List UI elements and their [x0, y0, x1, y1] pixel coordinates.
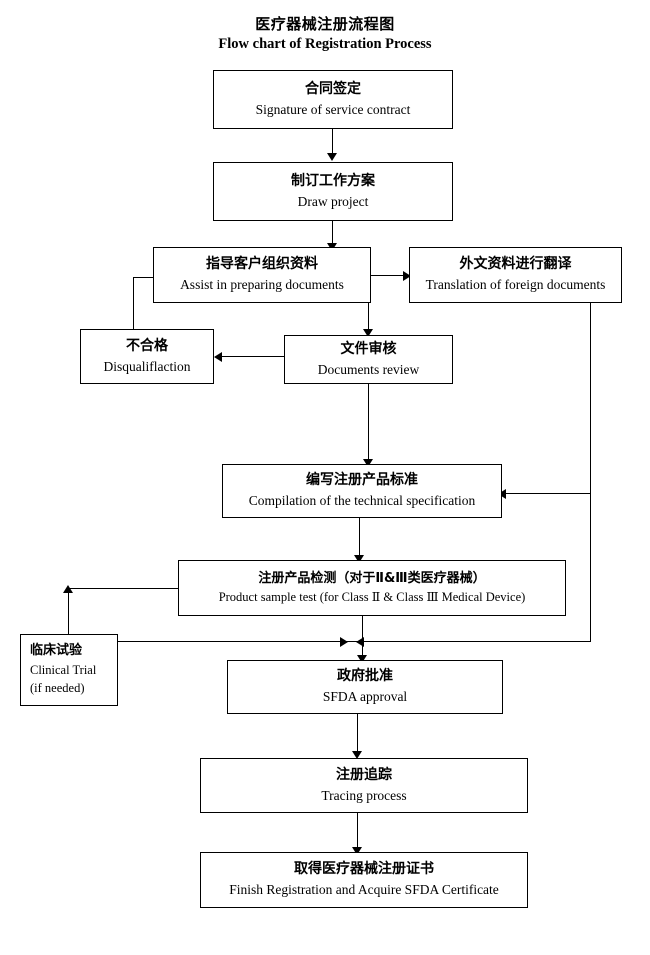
- node-compilation-label-cn: 编写注册产品标准: [306, 472, 418, 489]
- arrowhead-contract-project: [327, 153, 337, 161]
- node-clinical-trial[interactable]: 临床试验 Clinical Trial (if needed): [20, 634, 118, 706]
- node-review-label-cn: 文件审核: [340, 340, 397, 357]
- node-sfda-label-en: SFDA approval: [322, 689, 408, 705]
- node-disqualify-label-en: Disqualiflaction: [103, 358, 191, 374]
- arrowhead-assist-translation: [403, 271, 411, 281]
- edge-assist-translation: [371, 275, 409, 276]
- arrowhead-junction-sfda: [357, 655, 367, 663]
- edge-sampletest-clinical-horizontal: [68, 588, 178, 589]
- node-clinical-label-cn: 临床试验: [30, 643, 83, 659]
- node-translation-label-en: Translation of foreign documents: [425, 277, 606, 293]
- edge-review-disqualify: [218, 356, 284, 357]
- node-sfda-approval[interactable]: 政府批准 SFDA approval: [227, 660, 503, 714]
- node-finish[interactable]: 取得医疗器械注册证书 Finish Registration and Acqui…: [200, 852, 528, 908]
- arrowhead-sampletest-clinical: [63, 585, 73, 593]
- page-title-english: Flow chart of Registration Process: [218, 36, 432, 52]
- node-finish-label-en: Finish Registration and Acquire SFDA Cer…: [229, 882, 499, 898]
- node-assist-label-en: Assist in preparing documents: [180, 277, 344, 293]
- node-translation-label-cn: 外文资料进行翻译: [459, 256, 572, 273]
- edge-compilation-sampletest: [359, 518, 360, 560]
- node-project-label-en: Draw project: [297, 193, 369, 209]
- node-contract[interactable]: 合同签定 Signature of service contract: [213, 70, 453, 129]
- node-review[interactable]: 文件审核 Documents review: [284, 335, 453, 384]
- arrowhead-review-disqualify: [214, 352, 222, 362]
- node-compilation-label-en: Compilation of the technical specificati…: [248, 493, 476, 509]
- edge-assist-review: [368, 303, 369, 335]
- arrowhead-rail-junction: [356, 637, 364, 647]
- node-disqualify-label-cn: 不合格: [126, 337, 168, 354]
- node-assist-label-cn: 指导客户组织资料: [206, 256, 318, 273]
- node-clinical-label-note: (if needed): [30, 681, 85, 696]
- node-compilation[interactable]: 编写注册产品标准 Compilation of the technical sp…: [222, 464, 502, 518]
- edge-sfda-tracing: [357, 714, 358, 756]
- arrowhead-assist-review: [363, 329, 373, 337]
- edge-rail-junction: [356, 641, 591, 642]
- node-tracing-label-en: Tracing process: [321, 787, 407, 803]
- node-finish-label-cn: 取得医疗器械注册证书: [294, 861, 434, 878]
- edge-project-assist: [332, 221, 333, 247]
- edge-review-compilation: [368, 384, 369, 464]
- node-contract-label-en: Signature of service contract: [255, 101, 411, 117]
- node-contract-label-cn: 合同签定: [305, 80, 361, 97]
- arrowhead-clinical-junction: [340, 637, 348, 647]
- edge-rail-to-compilation: [502, 493, 591, 494]
- edge-clinical-junction: [118, 641, 356, 642]
- node-sampletest[interactable]: 注册产品检测（对于Ⅱ&Ⅲ类医疗器械） Product sample test (…: [178, 560, 566, 616]
- edge-sampletest-clinical-vertical: [68, 588, 69, 634]
- node-translation[interactable]: 外文资料进行翻译 Translation of foreign document…: [409, 247, 622, 303]
- node-disqualify[interactable]: 不合格 Disqualiflaction: [80, 329, 214, 384]
- edge-contract-project: [332, 129, 333, 157]
- arrowhead-compilation-sampletest: [354, 555, 364, 563]
- node-tracing-label-cn: 注册追踪: [336, 766, 392, 783]
- edge-tracing-finish: [357, 813, 358, 852]
- node-review-label-en: Documents review: [317, 361, 420, 377]
- node-assist[interactable]: 指导客户组织资料 Assist in preparing documents: [153, 247, 371, 303]
- edge-disqualify-assist-horizontal: [133, 277, 153, 278]
- node-sampletest-label-en: Product sample test (for Class Ⅱ & Class…: [218, 590, 526, 605]
- node-clinical-label-en: Clinical Trial: [30, 663, 97, 678]
- node-project-label-cn: 制订工作方案: [291, 172, 375, 189]
- node-project[interactable]: 制订工作方案 Draw project: [213, 162, 453, 221]
- arrowhead-review-compilation: [363, 459, 373, 467]
- arrowhead-tracing-finish: [352, 847, 362, 855]
- arrowhead-sfda-tracing: [352, 751, 362, 759]
- edge-disqualify-assist-vertical: [133, 277, 134, 329]
- arrowhead-rail-compilation: [498, 489, 506, 499]
- node-tracing[interactable]: 注册追踪 Tracing process: [200, 758, 528, 813]
- page-title-chinese: 医疗器械注册流程图: [255, 15, 395, 33]
- edge-translation-right-rail: [590, 303, 591, 641]
- node-sfda-label-cn: 政府批准: [337, 668, 393, 685]
- node-sampletest-label-cn: 注册产品检测（对于Ⅱ&Ⅲ类医疗器械）: [258, 570, 486, 586]
